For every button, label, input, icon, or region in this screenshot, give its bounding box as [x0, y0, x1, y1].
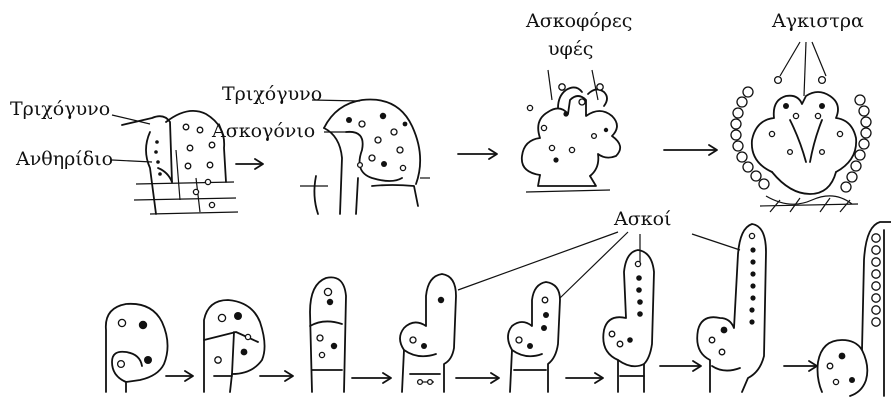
arrow-bottom-2: [260, 371, 293, 381]
label-trichogyne-mid: Τριχόγυνο: [222, 85, 322, 104]
arrow-top-3: [664, 145, 717, 155]
left-ascus-chain: [731, 87, 769, 189]
stage-b7: [697, 224, 766, 392]
label-asci: Ασκοί: [614, 210, 671, 229]
stage-b5: [508, 282, 560, 392]
arrow-bottom-6: [660, 361, 701, 371]
arrow-bottom-7: [784, 361, 817, 371]
stage-b4: [400, 274, 456, 392]
arrow-bottom-3: [352, 373, 391, 383]
stage-b6: [603, 250, 654, 392]
stage-b3: [310, 277, 346, 392]
arrow-top-1: [236, 159, 263, 169]
stage-b2: [204, 300, 265, 392]
label-hooks: Αγκιστρα: [772, 12, 864, 31]
stage-2-ascogonium: [300, 100, 430, 214]
label-trichogyne-left: Τριχόγυνο: [10, 100, 110, 119]
stage-3-ascogenous-hyphae: [522, 84, 620, 192]
stage-b8: [818, 222, 891, 396]
label-ascogenous: Ασκοφόρες: [526, 12, 632, 31]
asci-leader-lines: [458, 232, 740, 298]
label-ascogonium: Ασκογόνιο: [212, 122, 315, 141]
label-hyphae: υφές: [548, 40, 593, 59]
arrow-bottom-1: [166, 371, 193, 381]
arrow-bottom-4: [456, 373, 499, 383]
stage-b1: [106, 304, 168, 392]
arrow-bottom-5: [566, 373, 603, 383]
stage-4-hooks: [731, 77, 871, 212]
label-antheridium: Ανθηρίδιο: [16, 150, 113, 169]
arrow-top-2: [458, 149, 497, 159]
